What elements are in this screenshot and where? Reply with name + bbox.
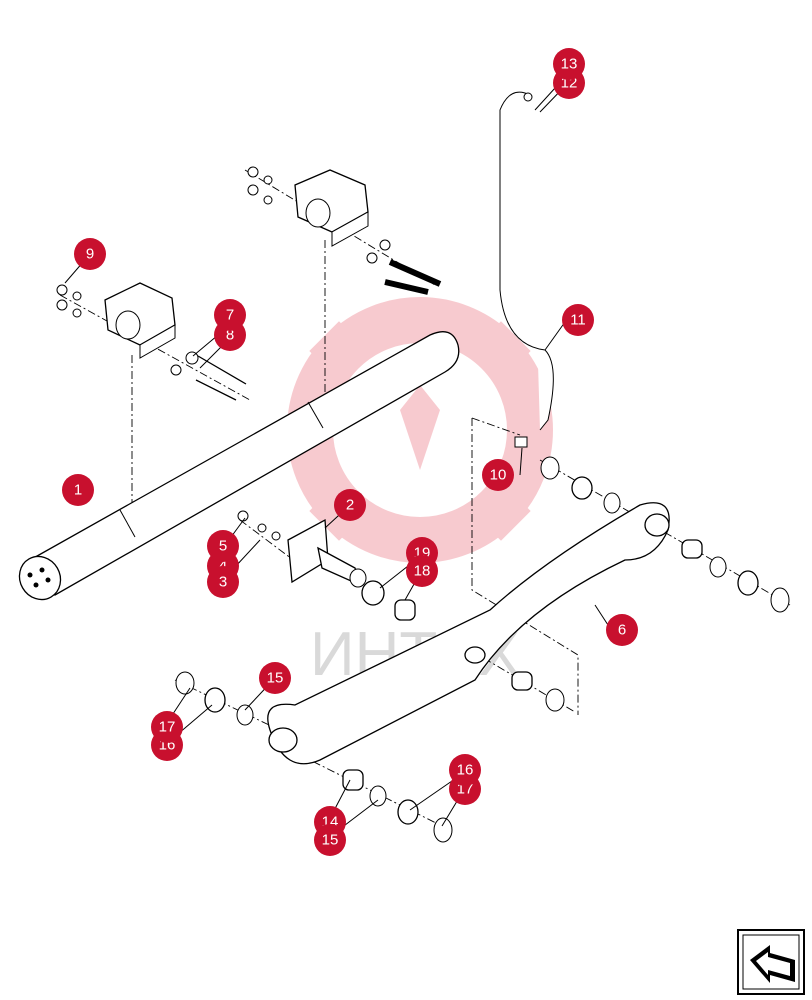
pin-plate bbox=[237, 510, 367, 588]
shaft bbox=[18, 331, 460, 601]
callout-label: 9 bbox=[86, 246, 94, 263]
callout-label: 3 bbox=[219, 574, 227, 591]
callout-6: 6 bbox=[606, 614, 638, 646]
callout-2: 2 bbox=[334, 489, 366, 521]
callout-label: 18 bbox=[414, 563, 431, 580]
callout-label: 8 bbox=[226, 327, 234, 344]
callout-label: 16 bbox=[457, 762, 474, 779]
callout-16-right: 16 bbox=[449, 754, 481, 786]
bushings-and-rings bbox=[175, 456, 790, 843]
callout-label: 15 bbox=[322, 832, 339, 849]
callout-17-left: 17 bbox=[151, 711, 183, 743]
callout-10: 10 bbox=[482, 459, 514, 491]
callout-3: 3 bbox=[207, 566, 239, 598]
right-bracket bbox=[247, 166, 442, 295]
callout-label: 17 bbox=[159, 719, 176, 736]
callout-label: 10 bbox=[490, 467, 507, 484]
callout-label: 1 bbox=[74, 482, 82, 499]
callout-label: 5 bbox=[219, 538, 227, 555]
callout-11: 11 bbox=[562, 304, 594, 336]
callout-5: 5 bbox=[207, 530, 239, 562]
callout-label: 6 bbox=[618, 622, 626, 639]
callout-label: 13 bbox=[561, 56, 578, 73]
link-arm bbox=[267, 502, 670, 765]
left-bracket bbox=[56, 282, 247, 401]
callout-13: 13 bbox=[553, 48, 585, 80]
callout-15-top: 15 bbox=[259, 662, 291, 694]
callout-label: 11 bbox=[570, 312, 586, 329]
callout-7: 7 bbox=[214, 299, 246, 331]
callout-15-bottom: 15 bbox=[314, 824, 346, 856]
callout-18: 18 bbox=[406, 555, 438, 587]
hose bbox=[499, 91, 566, 448]
callout-9: 9 bbox=[74, 238, 106, 270]
callout-label: 7 bbox=[226, 307, 234, 324]
callout-label: 2 bbox=[346, 497, 354, 514]
return-arrow-icon[interactable] bbox=[737, 929, 805, 995]
callout-1: 1 bbox=[62, 474, 94, 506]
callout-label: 15 bbox=[267, 670, 284, 687]
